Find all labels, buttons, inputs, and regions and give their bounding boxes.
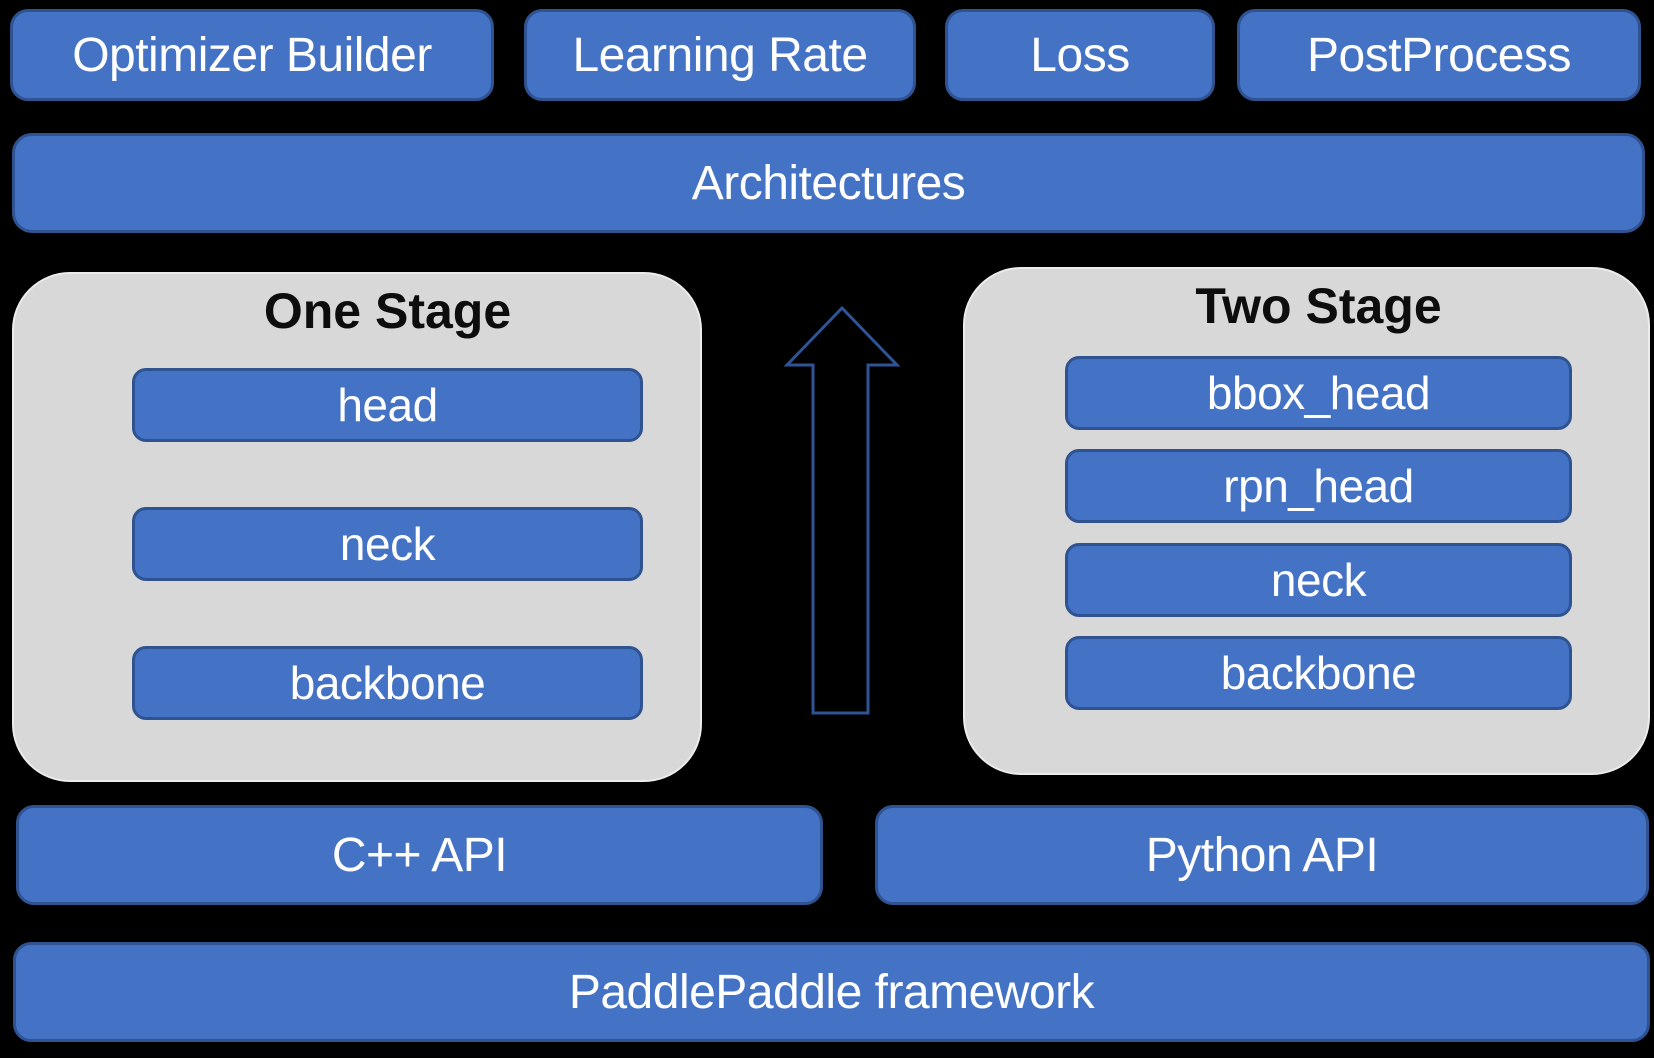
box-paddlepaddle-framework: PaddlePaddle framework bbox=[13, 942, 1650, 1042]
box-postprocess: PostProcess bbox=[1237, 9, 1641, 101]
up-arrow-outline bbox=[783, 305, 901, 715]
one-stage-title: One Stage bbox=[263, 283, 512, 339]
box-backbone-two-stage: backbone bbox=[1065, 636, 1572, 710]
box-python-api: Python API bbox=[875, 805, 1649, 905]
box-bbox-head: bbox_head bbox=[1065, 356, 1572, 430]
two-stage-title: Two Stage bbox=[1195, 278, 1442, 334]
up-arrow-icon bbox=[783, 305, 901, 715]
box-head: head bbox=[132, 368, 643, 442]
box-neck-two-stage: neck bbox=[1065, 543, 1572, 617]
box-neck: neck bbox=[132, 507, 643, 581]
box-backbone: backbone bbox=[132, 646, 643, 720]
box-architectures: Architectures bbox=[12, 133, 1645, 233]
box-optimizer-builder: Optimizer Builder bbox=[10, 9, 494, 101]
box-loss: Loss bbox=[945, 9, 1215, 101]
box-cpp-api: C++ API bbox=[16, 805, 823, 905]
box-rpn-head: rpn_head bbox=[1065, 449, 1572, 523]
box-learning-rate: Learning Rate bbox=[524, 9, 916, 101]
